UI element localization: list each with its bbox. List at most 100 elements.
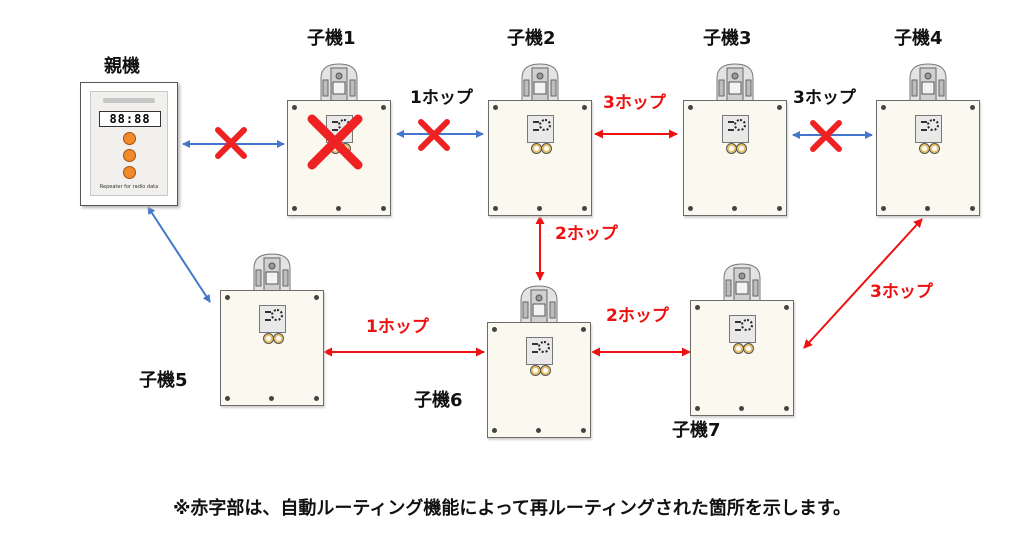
rotary-switch-icon bbox=[741, 319, 753, 331]
screw-2 bbox=[695, 406, 700, 411]
antenna-clamp-icon bbox=[253, 253, 291, 295]
device-c5 bbox=[220, 252, 324, 408]
parent-button-2 bbox=[123, 149, 136, 162]
screw-3 bbox=[784, 406, 789, 411]
child-label-3: 子機3 bbox=[703, 28, 752, 49]
screw-1 bbox=[314, 295, 319, 300]
connector-jack-icon bbox=[541, 143, 552, 154]
failed-link-parent-c1-icon bbox=[215, 127, 247, 159]
parent-button-1 bbox=[123, 132, 136, 145]
screw-4 bbox=[732, 206, 737, 211]
control-panel bbox=[729, 315, 756, 354]
device-body bbox=[487, 322, 591, 438]
hop-label-c6-c7: 2ホップ bbox=[606, 306, 669, 326]
footnote: ※赤字部は、自動ルーティング機能によって再ルーティングされた箇所を示します。 bbox=[172, 498, 852, 519]
rotary-switch-icon bbox=[271, 309, 283, 321]
failed-link-c3-c4-icon bbox=[810, 120, 842, 152]
indicator-mark bbox=[735, 329, 741, 331]
screw-4 bbox=[537, 206, 542, 211]
screw-4 bbox=[536, 428, 541, 433]
link-parent-c5 bbox=[147, 206, 211, 303]
screw-0 bbox=[492, 327, 497, 332]
screw-1 bbox=[784, 305, 789, 310]
rotary-switch-icon bbox=[927, 119, 939, 131]
hop-label-c2-c6: 2ホップ bbox=[555, 224, 618, 244]
indicator-mark bbox=[735, 321, 741, 323]
screw-1 bbox=[970, 105, 975, 110]
parent-button-3 bbox=[123, 166, 136, 179]
control-panel bbox=[722, 115, 749, 154]
screw-2 bbox=[225, 396, 230, 401]
indicator-mark bbox=[533, 129, 539, 131]
screw-1 bbox=[777, 105, 782, 110]
link-c7-c4 bbox=[803, 218, 923, 349]
device-body bbox=[220, 290, 324, 406]
child-label-6: 子機6 bbox=[414, 390, 463, 411]
parent-label: 親機 bbox=[104, 56, 140, 77]
antenna-clamp-icon bbox=[716, 63, 754, 105]
parent-unit: 88:88 Repeater for radio data bbox=[80, 82, 178, 206]
hop-label-c7-c4: 3ホップ bbox=[870, 282, 933, 302]
connector-jack-icon bbox=[736, 143, 747, 154]
screw-3 bbox=[581, 428, 586, 433]
antenna-clamp-icon bbox=[723, 263, 761, 305]
parent-caption: Repeater for radio data bbox=[99, 184, 159, 190]
parent-display: 88:88 bbox=[99, 111, 161, 127]
connector-jack-icon bbox=[743, 343, 754, 354]
screw-4 bbox=[336, 206, 341, 211]
control-panel bbox=[526, 337, 553, 376]
indicator-mark bbox=[533, 121, 539, 123]
device-c1 bbox=[287, 62, 391, 218]
control-panel bbox=[527, 115, 554, 154]
indicator-mark bbox=[532, 343, 538, 345]
indicator-mark bbox=[265, 311, 271, 313]
child-label-5: 子機5 bbox=[139, 370, 188, 391]
connector-jack-icon bbox=[929, 143, 940, 154]
parent-slot bbox=[103, 98, 155, 103]
antenna-clamp-icon bbox=[320, 63, 358, 105]
device-body bbox=[683, 100, 787, 216]
device-c4 bbox=[876, 62, 980, 218]
failed-device-c1-icon bbox=[307, 114, 363, 170]
screw-3 bbox=[777, 206, 782, 211]
child-label-1: 子機1 bbox=[307, 28, 356, 49]
screw-0 bbox=[695, 305, 700, 310]
hop-label-c2-c3: 3ホップ bbox=[603, 93, 666, 113]
indicator-mark bbox=[728, 129, 734, 131]
screw-2 bbox=[492, 428, 497, 433]
control-panel bbox=[915, 115, 942, 154]
parent-panel: 88:88 Repeater for radio data bbox=[90, 91, 168, 196]
screw-1 bbox=[582, 105, 587, 110]
child-label-7: 子機7 bbox=[672, 420, 721, 441]
indicator-mark bbox=[921, 121, 927, 123]
connector-jack-icon bbox=[273, 333, 284, 344]
screw-2 bbox=[881, 206, 886, 211]
screw-3 bbox=[381, 206, 386, 211]
device-body bbox=[690, 300, 794, 416]
connector-jack-icon bbox=[540, 365, 551, 376]
indicator-mark bbox=[332, 129, 338, 131]
rotary-switch-icon bbox=[539, 119, 551, 131]
screw-0 bbox=[493, 105, 498, 110]
screw-2 bbox=[292, 206, 297, 211]
device-body bbox=[488, 100, 592, 216]
screw-4 bbox=[269, 396, 274, 401]
screw-4 bbox=[739, 406, 744, 411]
device-c6 bbox=[487, 284, 591, 440]
indicator-mark bbox=[332, 121, 338, 123]
child-label-4: 子機4 bbox=[894, 28, 943, 49]
screw-0 bbox=[881, 105, 886, 110]
screw-1 bbox=[381, 105, 386, 110]
screw-1 bbox=[581, 327, 586, 332]
device-body bbox=[287, 100, 391, 216]
antenna-clamp-icon bbox=[909, 63, 947, 105]
hop-label-c1-c2: 1ホップ bbox=[410, 88, 473, 108]
indicator-mark bbox=[265, 319, 271, 321]
failed-link-c1-c2-icon bbox=[418, 119, 450, 151]
screw-4 bbox=[925, 206, 930, 211]
indicator-mark bbox=[728, 121, 734, 123]
rotary-switch-icon bbox=[538, 341, 550, 353]
screw-3 bbox=[970, 206, 975, 211]
